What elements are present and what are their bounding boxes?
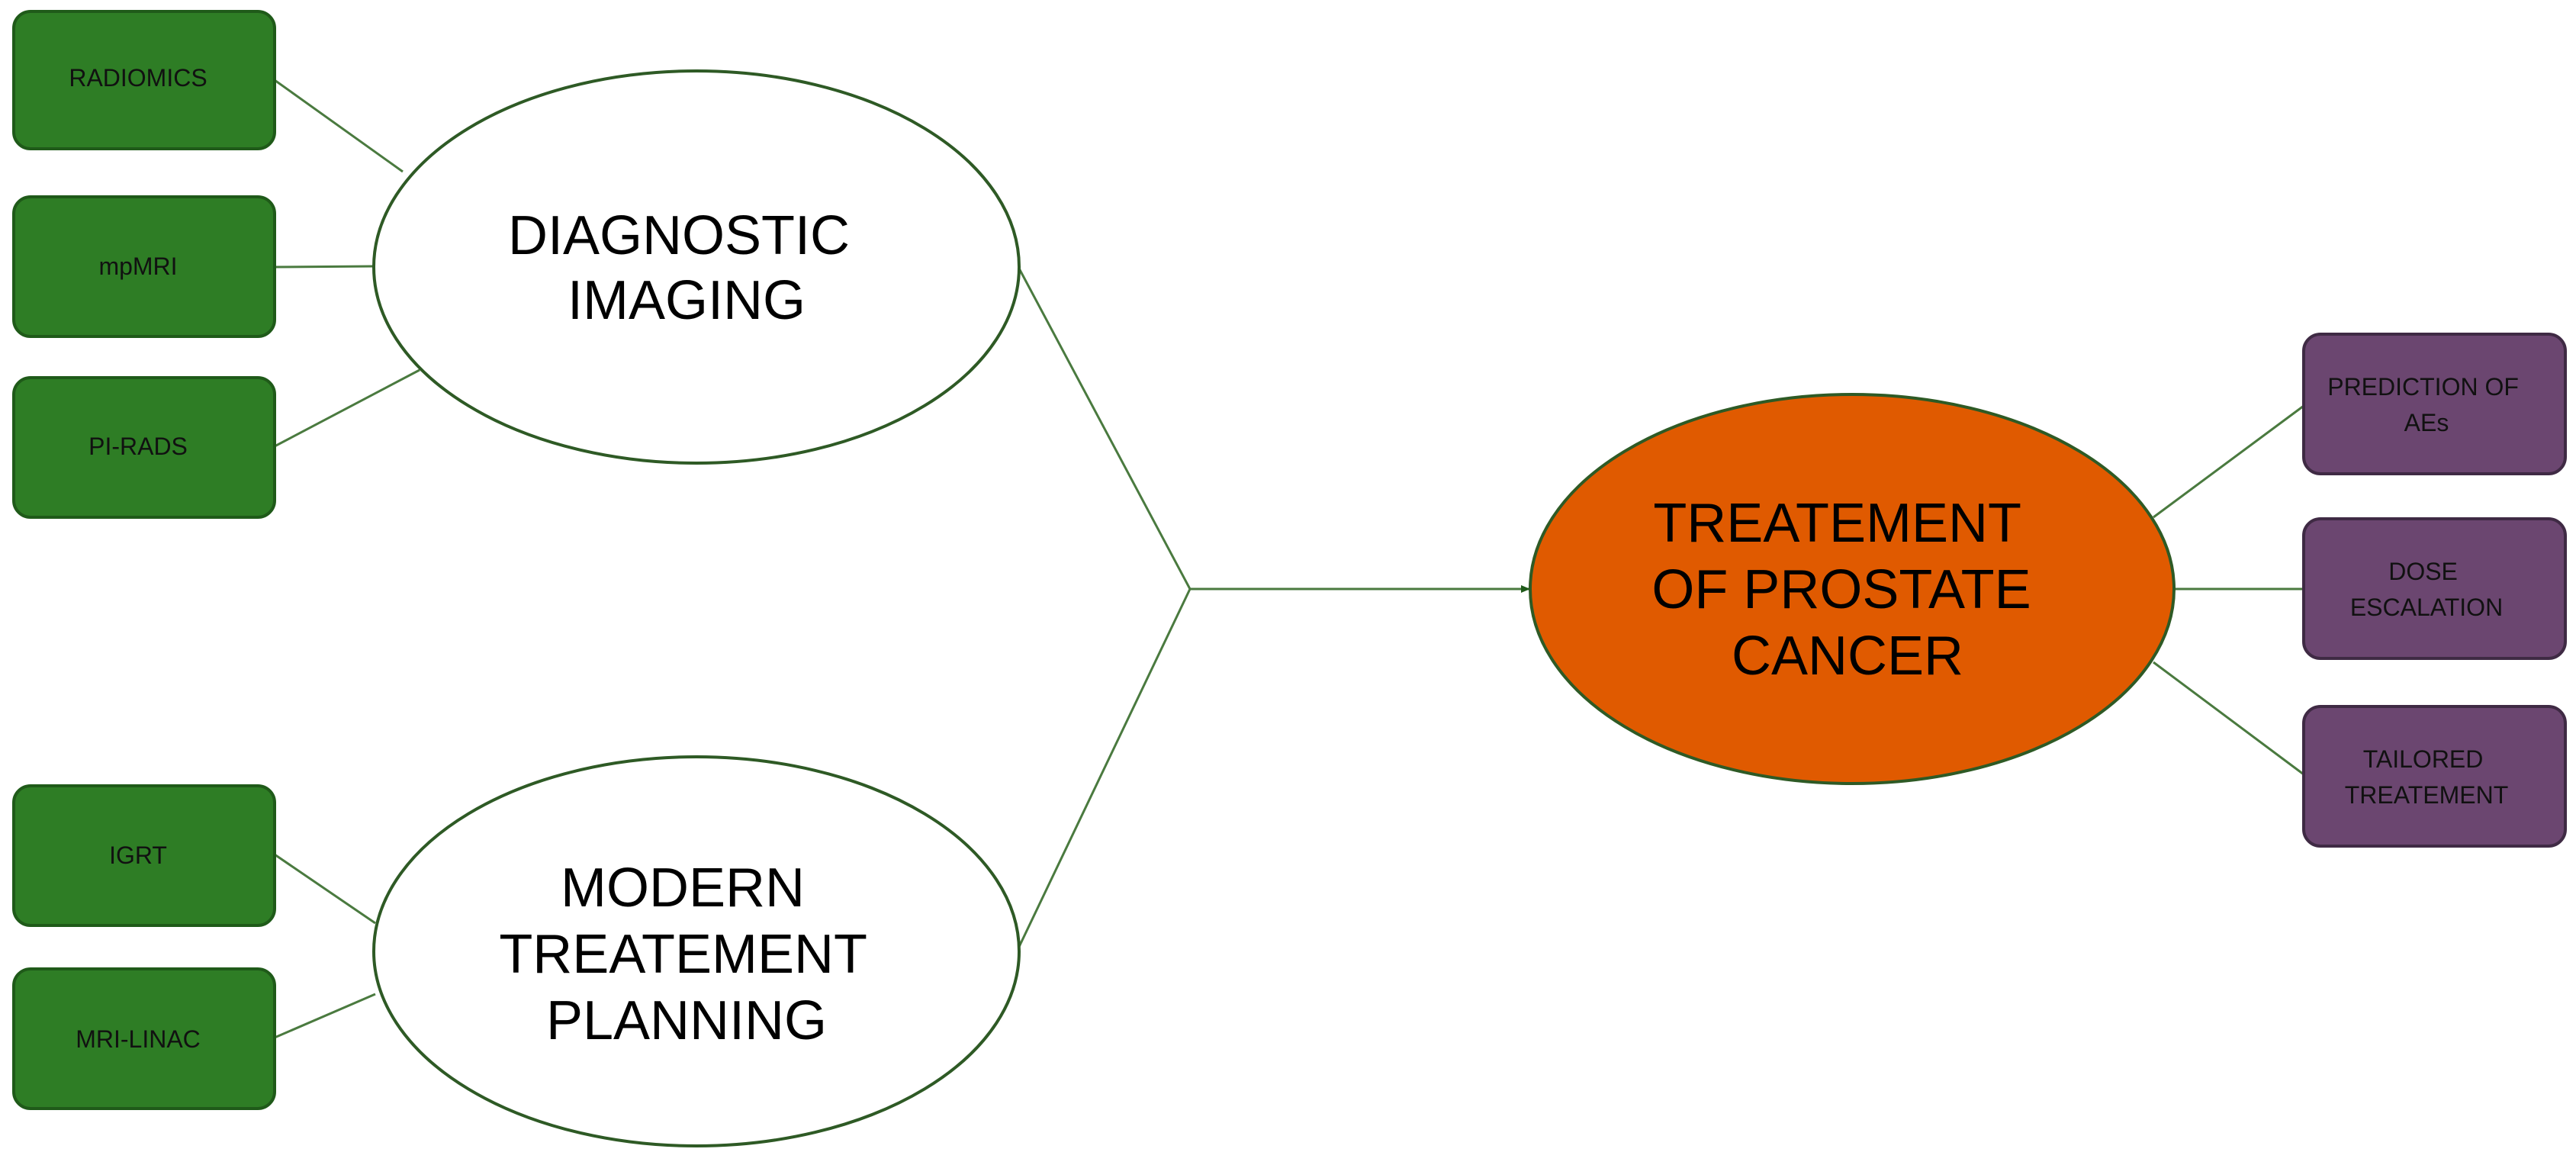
prediction-aes-line-1: PREDICTION OF — [2327, 373, 2519, 401]
connector-lines — [274, 79, 2304, 1039]
igrt-label: IGRT — [109, 842, 167, 869]
diagnostic-imaging-line-1: DIAGNOSTIC — [508, 205, 850, 266]
prediction-aes-box: PREDICTION OF AEs — [2302, 333, 2567, 475]
connector-prediction — [2153, 404, 2304, 519]
connector-mpmri — [274, 265, 375, 269]
prediction-aes-line-2: AEs — [2404, 409, 2449, 436]
diagnostic-imaging-label: DIAGNOSTIC IMAGING — [508, 205, 865, 331]
treatment-prostate-cancer-line-3: CANCER — [1732, 626, 1963, 687]
treatment-prostate-cancer-line-1: TREATEMENT — [1653, 493, 2021, 554]
tailored-treatment-box: TAILORED TREATEMENT — [2302, 705, 2567, 848]
connector-tailored — [2153, 661, 2304, 776]
connector-planning-to-junction — [1017, 588, 1192, 949]
igrt-box: IGRT — [12, 784, 276, 927]
dose-escalation-line-1: DOSE — [2388, 558, 2458, 585]
modern-treatment-planning-line-3: PLANNING — [546, 990, 827, 1051]
treatment-prostate-cancer-line-2: OF PROSTATE — [1651, 559, 2031, 620]
modern-treatment-planning-line-1: MODERN — [561, 858, 805, 919]
pirads-label: PI-RADS — [88, 433, 188, 460]
mpmri-box: mpMRI — [12, 195, 276, 338]
modern-treatment-planning-node: MODERN TREATEMENT PLANNING — [372, 755, 1021, 1147]
tailored-treatment-line-2: TREATEMENT — [2345, 781, 2509, 809]
tailored-treatment-label: TAILORED TREATEMENT — [2345, 745, 2509, 809]
connector-diagnostic-to-junction — [1017, 266, 1192, 590]
pirads-box: PI-RADS — [12, 376, 276, 519]
treatment-prostate-cancer-node: TREATEMENT OF PROSTATE CANCER — [1529, 393, 2176, 785]
radiomics-box: RADIOMICS — [12, 10, 276, 150]
diagnostic-imaging-line-2: IMAGING — [568, 270, 806, 331]
mrilinac-box: MRI-LINAC — [12, 967, 276, 1110]
connector-igrt — [274, 853, 376, 925]
tailored-treatment-line-1: TAILORED — [2363, 745, 2484, 773]
connector-radiomics — [274, 79, 404, 173]
connector-mrilinac — [274, 993, 376, 1039]
modern-treatment-planning-label: MODERN TREATEMENT PLANNING — [499, 858, 881, 1051]
dose-escalation-line-2: ESCALATION — [2350, 594, 2503, 621]
dose-escalation-box: DOSE ESCALATION — [2302, 517, 2567, 660]
treatment-prostate-cancer-label: TREATEMENT OF PROSTATE CANCER — [1651, 493, 2046, 687]
connector-pirads — [274, 368, 420, 448]
mrilinac-label: MRI-LINAC — [76, 1025, 201, 1053]
dose-escalation-label: DOSE ESCALATION — [2350, 558, 2503, 621]
modern-treatment-planning-line-2: TREATEMENT — [499, 924, 867, 985]
radiomics-label: RADIOMICS — [69, 64, 207, 92]
mpmri-label: mpMRI — [98, 253, 177, 280]
diagnostic-imaging-node: DIAGNOSTIC IMAGING — [372, 69, 1021, 465]
prediction-aes-label: PREDICTION OF AEs — [2327, 373, 2526, 436]
